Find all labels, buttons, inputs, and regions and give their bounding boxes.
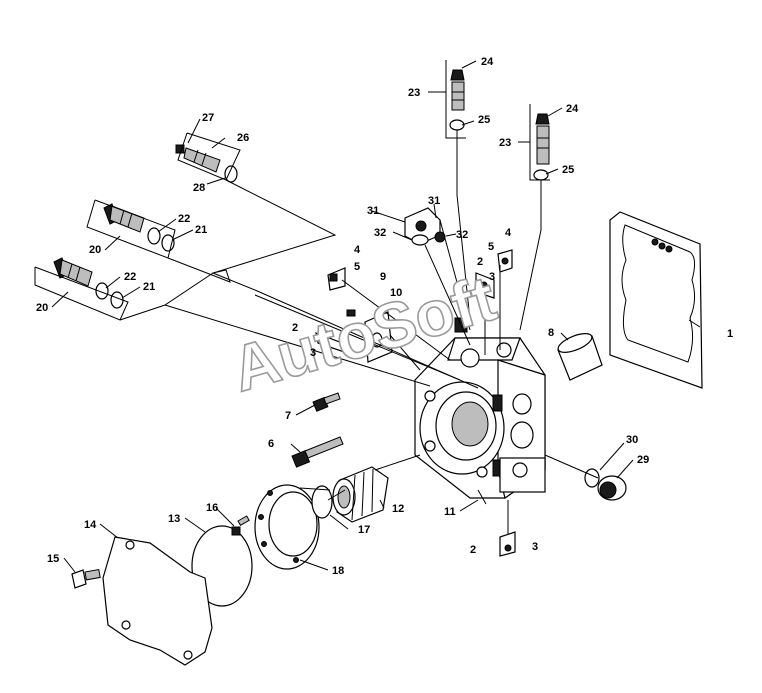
cartridge-27 [175,144,221,173]
callout-3-bottom: 3 [532,541,538,553]
o-ring-21-lower [110,291,124,309]
callout-30: 30 [626,434,638,446]
o-ring-22-upper [147,227,161,245]
cartridge-20-lower [53,257,93,287]
callout-22-upper: 22 [178,213,190,225]
o-ring-25-right [533,169,549,181]
o-ring-13 [191,525,253,607]
callout-9: 9 [380,271,386,283]
callout-23-left: 23 [408,87,420,99]
callout-20-lower: 20 [36,302,48,314]
callout-21-lower: 21 [143,281,155,293]
callout-5-left: 5 [354,261,360,273]
screw-16 [231,515,250,536]
callout-22-lower: 22 [124,271,136,283]
sleeve-8 [557,333,603,381]
callout-18: 18 [332,565,344,577]
callout-24-right: 24 [566,103,579,115]
cartridge-20-upper [103,203,145,233]
callout-25-right: 25 [562,164,574,176]
callout-24-left: 24 [481,56,494,68]
callout-4-right: 4 [505,227,512,239]
o-ring-32-left [411,234,429,246]
callout-2-bottom: 2 [470,544,476,556]
callout-25-left: 25 [478,114,490,126]
callout-15: 15 [47,553,59,565]
callout-26: 26 [237,132,249,144]
o-ring-25-left [449,119,465,131]
pump-housing [414,317,546,499]
callout-31-right: 31 [428,195,440,207]
callout-23-right: 23 [499,137,511,149]
leader-lines [34,60,701,573]
plate-4-5-left [327,267,346,291]
callout-3-left: 3 [310,347,316,359]
callout-labels: 1 2 3 2 3 2 3 4 5 4 5 6 7 8 9 10 11 12 1… [36,56,733,577]
bolt-7 [312,392,341,412]
plate-4-5-right [497,249,513,273]
callout-1: 1 [727,328,733,340]
callout-11: 11 [444,506,456,518]
callout-13: 13 [168,513,180,525]
gasket-plate-1 [609,211,703,389]
plug-29 [597,475,627,501]
callout-32-left: 32 [374,227,386,239]
callout-2-right: 2 [477,256,483,268]
callout-31-left: 31 [367,205,379,217]
callout-6: 6 [268,438,274,450]
callout-28: 28 [193,182,205,194]
callout-32-right: 32 [456,229,468,241]
callout-27: 27 [202,112,214,124]
plate-2-right [475,272,495,299]
ring-17 [311,485,333,519]
callout-3-right: 3 [489,271,495,283]
callout-8: 8 [548,327,554,339]
callout-16: 16 [206,502,218,514]
pin-11 [477,489,487,505]
cartridge-23-right [535,113,550,165]
callout-17: 17 [358,524,370,536]
plate-2-bottom [499,531,516,557]
plug-31-left [404,207,441,245]
plate-2-left [315,330,345,353]
cartridge-23-left [450,69,465,111]
callout-10: 10 [390,287,402,299]
callout-2-left: 2 [292,322,298,334]
callout-5-right: 5 [488,241,494,253]
callout-20-upper: 20 [89,244,101,256]
bolt-15 [71,568,101,589]
callout-14: 14 [84,519,97,531]
bolt-6 [291,436,344,468]
bearing-12 [332,466,389,523]
callout-21-upper: 21 [195,224,207,236]
cover-plate-14 [102,536,213,666]
callout-7: 7 [285,410,291,422]
callout-29: 29 [637,454,649,466]
callout-4-left: 4 [354,244,361,256]
o-ring-22-lower [95,282,109,300]
cover-plate-18 [254,484,320,570]
callout-12: 12 [392,503,404,515]
